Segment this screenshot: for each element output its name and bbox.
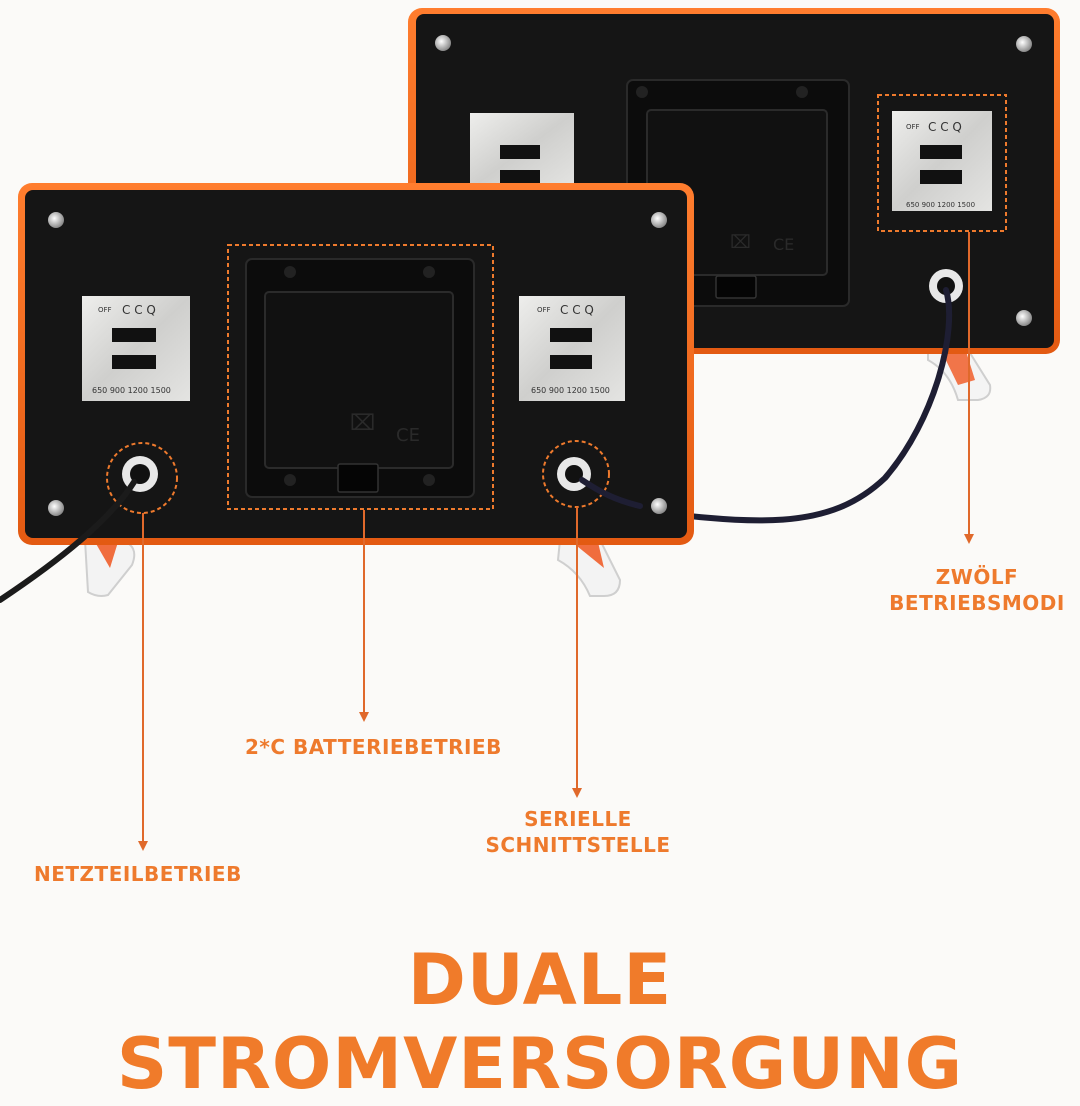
svg-text:C C Q: C C Q [928, 120, 962, 134]
svg-text:OFF: OFF [906, 123, 920, 131]
svg-text:CE: CE [773, 235, 794, 254]
left-plate-scale: 650 900 1200 1500 [92, 386, 171, 395]
battery-mode-label: 2*C BATTERIEBETRIEB [245, 734, 502, 760]
svg-text:⌧: ⌧ [730, 232, 751, 253]
serial-interface-line-1: SERIELLE [524, 807, 632, 831]
svg-text:OFF: OFF [537, 306, 551, 314]
svg-text:C C Q: C C Q [560, 303, 594, 317]
operating-modes-line-1: ZWÖLF [935, 565, 1019, 589]
svg-text:OFF: OFF [98, 306, 112, 314]
callout-lines [138, 232, 974, 851]
battery-mode-text: 2*C BATTERIEBETRIEB [245, 735, 502, 759]
headline: DUALE STROMVERSORGUNG [116, 939, 964, 1105]
serial-interface-line-2: SCHNITTSTELLE [485, 833, 671, 857]
serial-interface-label: SERIELLE SCHNITTSTELLE [478, 806, 678, 858]
product-illustration: ⌧ CE OFF C C Q 650 900 1200 1500 [0, 8, 1060, 851]
svg-text:C C Q: C C Q [122, 303, 156, 317]
right-plate-scale: 650 900 1200 1500 [531, 386, 610, 395]
operating-modes-label: ZWÖLF BETRIEBSMODI [872, 564, 1080, 616]
svg-text:⌧: ⌧ [350, 411, 375, 436]
operating-modes-line-2: BETRIEBSMODI [889, 591, 1065, 615]
svg-text:CE: CE [396, 425, 420, 446]
mains-mode-label: NETZTEILBETRIEB [34, 861, 242, 887]
front-heater-unit: ⌧ CE OFF C C Q 650 900 1200 1500 OFF C C… [18, 183, 694, 597]
svg-text:650 900 1200 1500: 650 900 1200 1500 [906, 201, 975, 209]
mains-mode-text: NETZTEILBETRIEB [34, 862, 242, 886]
